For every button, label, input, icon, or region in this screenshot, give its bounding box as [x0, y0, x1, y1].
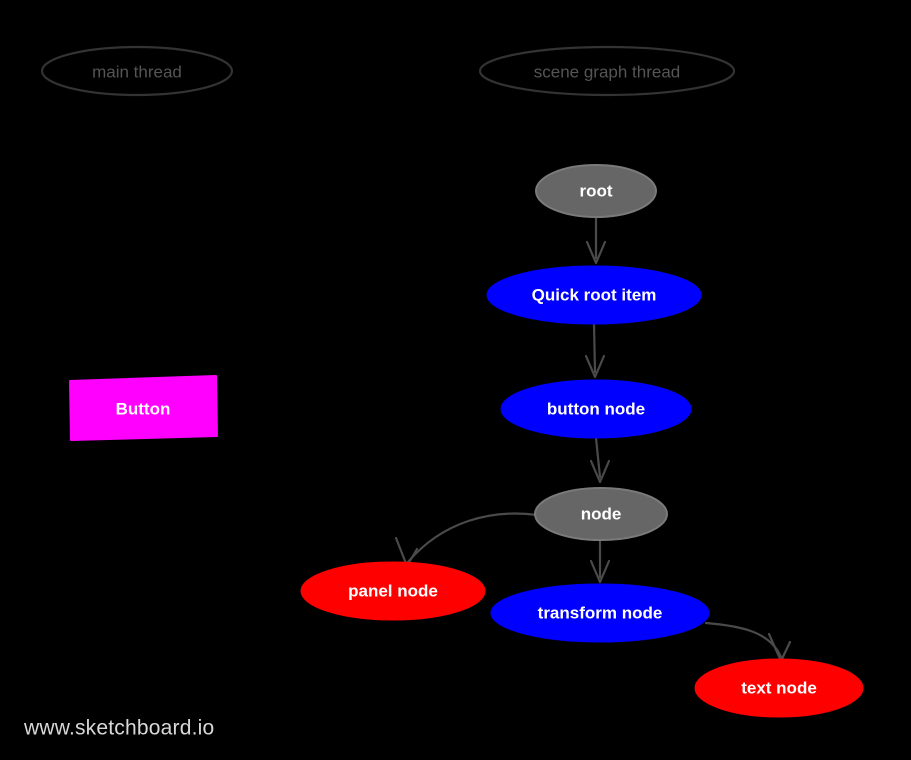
- main-thread-ellipse[interactable]: [40, 45, 234, 97]
- arrow-head-root-quick-root-item: [585, 240, 607, 265]
- arrow-head-node-transform-node: [589, 559, 611, 584]
- swimlane-main-thread[interactable]: main thread: [40, 45, 234, 97]
- edge-node-to-panel-node: [394, 512, 539, 568]
- edge-line-button-node-node: [594, 436, 602, 479]
- edge-line-transform-node-text-node: [704, 621, 783, 659]
- swimlane-scene-graph-thread[interactable]: scene graph thread: [478, 45, 736, 97]
- node-ellipse[interactable]: [534, 487, 668, 541]
- button-node-ellipse[interactable]: [500, 379, 692, 439]
- main-thread-label: main thread: [92, 62, 182, 81]
- edge-button-node-to-node: [589, 436, 611, 484]
- quick-root-item-ellipse[interactable]: [486, 265, 702, 325]
- arrow-head-transform-node-text-node: [767, 632, 792, 663]
- scene-graph-thread-label: scene graph thread: [534, 62, 681, 81]
- edge-quick-root-item-to-button-node: [584, 322, 606, 379]
- panel-node-ellipse[interactable]: [300, 561, 486, 621]
- node-button-node[interactable]: button node: [500, 379, 692, 439]
- root-ellipse[interactable]: [535, 164, 657, 218]
- node-panel-node[interactable]: panel node: [300, 561, 486, 621]
- edge-root-to-quick-root-item: [585, 215, 607, 265]
- text-node-ellipse[interactable]: [694, 658, 864, 718]
- arrow-head-button-node-node: [589, 459, 611, 484]
- node-node[interactable]: node: [534, 487, 668, 541]
- arrow-head-quick-root-item-button-node: [584, 354, 606, 379]
- node-text-node[interactable]: text node: [694, 658, 864, 718]
- scene-graph-thread-ellipse[interactable]: [478, 45, 736, 97]
- watermark-label: www.sketchboard.io: [23, 717, 214, 740]
- edge-transform-node-to-text-node: [704, 621, 792, 663]
- edge-line-node-panel-node: [406, 512, 539, 564]
- node-quick-root-item[interactable]: Quick root item: [486, 265, 702, 325]
- node-button[interactable]: Button: [69, 375, 218, 441]
- node-transform-node[interactable]: transform node: [490, 583, 710, 643]
- button-sketch-rect[interactable]: [69, 375, 218, 441]
- edge-node-to-transform-node: [589, 538, 611, 584]
- transform-node-ellipse[interactable]: [490, 583, 710, 643]
- node-root[interactable]: root: [535, 164, 657, 218]
- edge-line-quick-root-item-button-node: [592, 322, 597, 374]
